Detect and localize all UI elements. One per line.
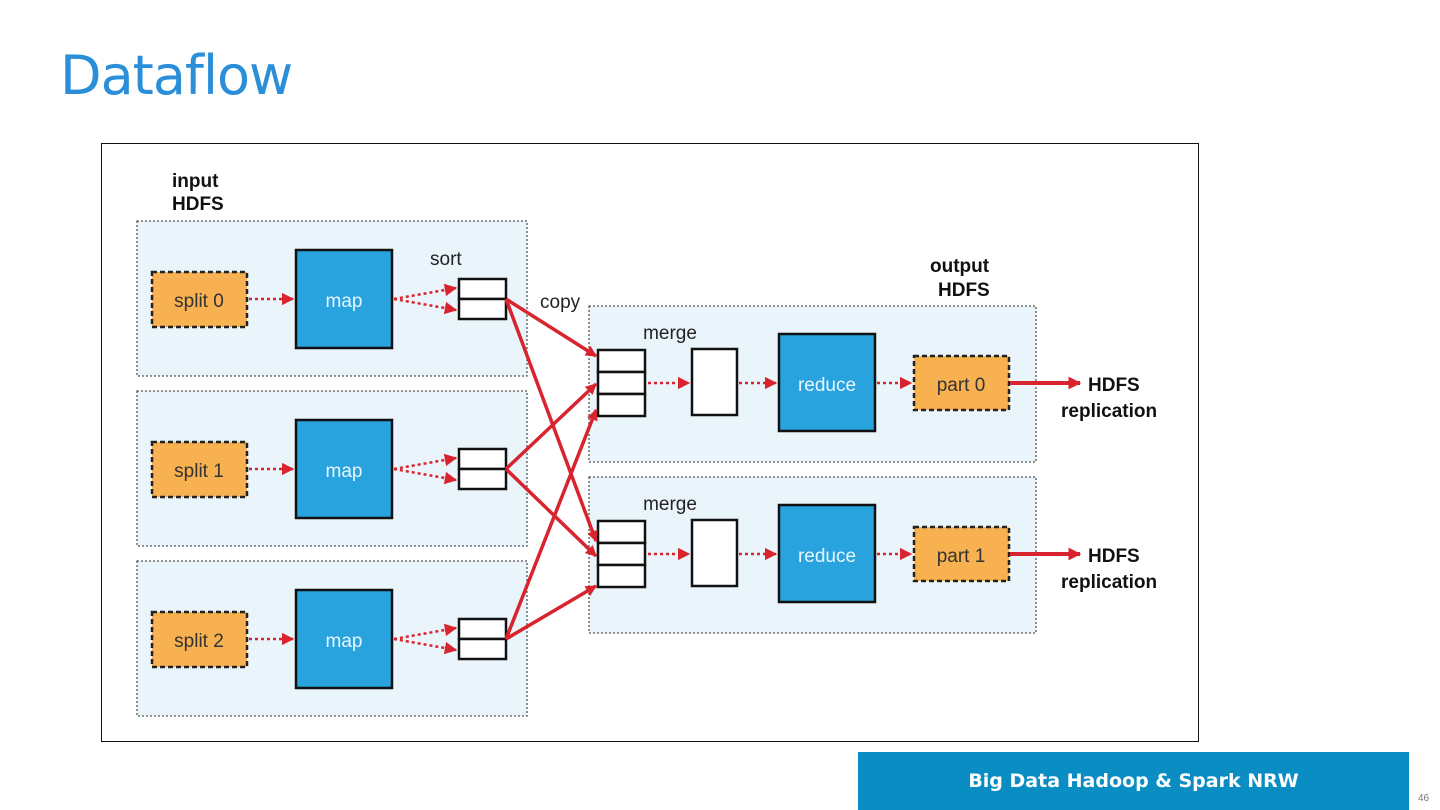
merged-file-box — [690, 518, 739, 588]
split-label: split 1 — [174, 461, 224, 482]
reduce-box — [777, 332, 877, 433]
sort-buffer-segment — [457, 277, 508, 301]
dashed-arrow — [393, 453, 458, 471]
split-box — [150, 270, 249, 329]
split-box — [150, 440, 249, 499]
replication-label-1: HDFS — [1088, 375, 1140, 396]
map-box — [294, 418, 394, 520]
dashed-arrow — [393, 297, 458, 315]
slide-title: Dataflow — [60, 44, 293, 107]
part-label: part 0 — [937, 375, 986, 396]
map-box — [294, 248, 394, 350]
sort-label: sort — [430, 249, 462, 270]
reduce-box — [777, 503, 877, 604]
merge-label: merge — [643, 323, 697, 344]
sort-buffer-segment — [457, 617, 508, 641]
copy-arrow — [504, 298, 598, 543]
replication-label-2: replication — [1061, 401, 1157, 422]
copy-arrow — [504, 408, 598, 640]
replication-label-1: HDFS — [1088, 546, 1140, 567]
dashed-arrow — [393, 637, 458, 655]
map-box — [294, 588, 394, 690]
input-hdfs-label-2: HDFS — [172, 194, 224, 215]
sort-buffer-segment — [457, 637, 508, 661]
copy-arrow — [505, 584, 597, 641]
part-box — [912, 354, 1011, 412]
reduce-label: reduce — [798, 546, 856, 567]
diagram-frame — [101, 143, 1199, 742]
sort-buffer-segment — [457, 447, 508, 471]
merge-buffer-segment — [596, 541, 647, 567]
sort-buffer-segment — [457, 297, 508, 321]
copy-label: copy — [540, 292, 581, 313]
merge-buffer-segment — [596, 563, 647, 589]
dashed-arrow — [393, 283, 458, 301]
merged-file-box — [690, 347, 739, 417]
merge-buffer-segment — [596, 519, 647, 545]
map-label: map — [326, 291, 363, 312]
part-box — [912, 525, 1011, 583]
copy-arrow — [505, 297, 597, 358]
map-label: map — [326, 461, 363, 482]
merge-buffer-segment — [596, 348, 647, 374]
split-box — [150, 610, 249, 669]
copy-arrow — [504, 467, 598, 558]
map-label: map — [326, 631, 363, 652]
dashed-arrow — [393, 623, 458, 641]
output-hdfs-label-2: HDFS — [938, 280, 990, 301]
page-number: 46 — [1418, 793, 1430, 804]
replication-label-2: replication — [1061, 572, 1157, 593]
split-label: split 2 — [174, 631, 224, 652]
merge-buffer-segment — [596, 392, 647, 418]
merge-label: merge — [643, 494, 697, 515]
split-label: split 0 — [174, 291, 224, 312]
part-label: part 1 — [937, 546, 986, 567]
dashed-arrow — [393, 467, 458, 485]
merge-buffer-segment — [596, 370, 647, 396]
input-hdfs-label-1: input — [172, 171, 219, 192]
reduce-label: reduce — [798, 375, 856, 396]
copy-arrow — [504, 382, 598, 471]
sort-buffer-segment — [457, 467, 508, 491]
output-hdfs-label-1: output — [930, 256, 990, 277]
footer-banner: Big Data Hadoop & Spark NRW — [858, 752, 1409, 810]
